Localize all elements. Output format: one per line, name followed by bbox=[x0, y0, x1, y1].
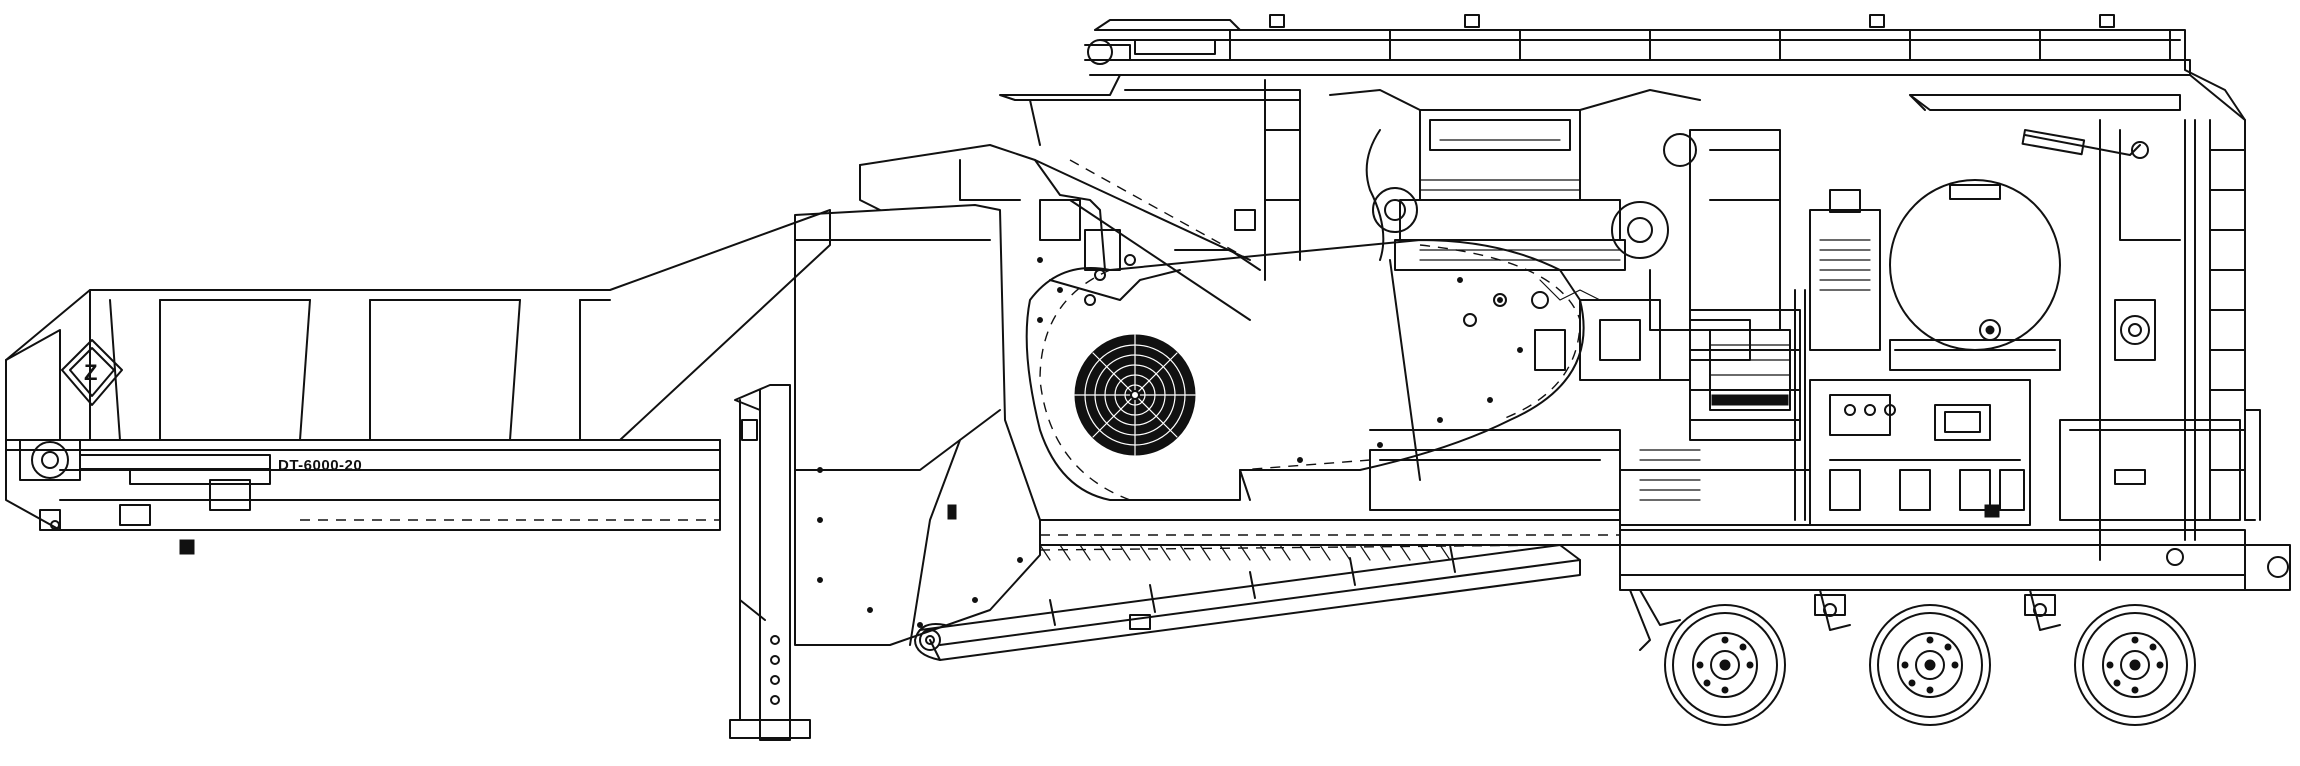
discharge-conveyor: DT-6000-20 bbox=[5, 209, 831, 555]
brand-logo-letter: Z bbox=[84, 360, 98, 385]
drum-housing bbox=[1025, 239, 1585, 501]
rear-frame-ladder bbox=[2099, 119, 2246, 561]
engine-compartment bbox=[1264, 89, 1791, 411]
control-cabinet bbox=[1809, 189, 2031, 526]
brand-logo: Z bbox=[61, 339, 123, 406]
axle-suspension bbox=[1629, 589, 2061, 651]
hopper-housing bbox=[794, 204, 1063, 646]
front-outrigger-stand bbox=[729, 384, 811, 741]
access-stairs bbox=[1689, 289, 1806, 521]
upper-feed-section bbox=[859, 144, 1261, 321]
top-conveyor-rail bbox=[999, 14, 2246, 159]
wheel-rear bbox=[2074, 604, 2196, 726]
chassis-deck bbox=[1039, 379, 2291, 591]
wheel-front bbox=[1664, 604, 1786, 726]
feed-conveyor bbox=[914, 544, 1581, 661]
wheel-middle bbox=[1869, 604, 1991, 726]
conveyor-model-label: DT-6000-20 bbox=[278, 457, 362, 474]
fuel-tank bbox=[1889, 179, 2061, 371]
